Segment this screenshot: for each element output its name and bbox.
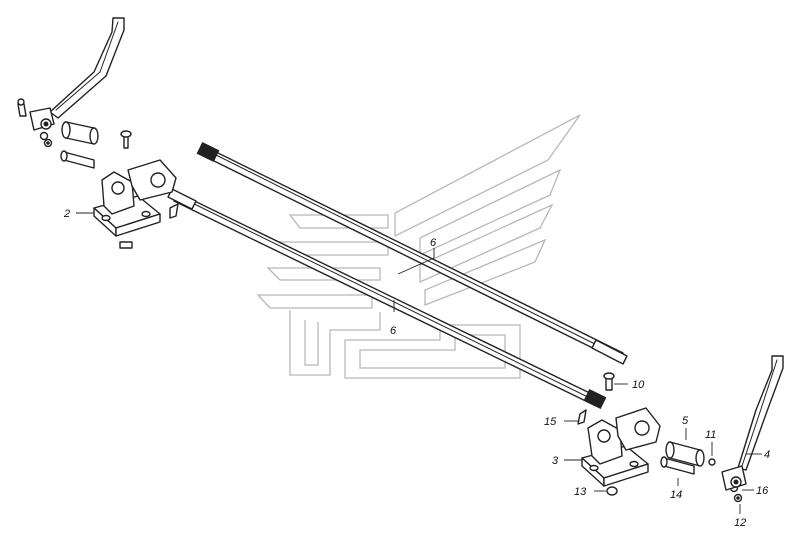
- callout-14: 14: [670, 478, 682, 501]
- callout-12: 12: [734, 504, 746, 529]
- callout-10: 10: [614, 379, 645, 391]
- bracket-right: [581, 407, 661, 487]
- callout-6-upper: 6: [397, 237, 437, 275]
- left-small-parts: [39, 121, 132, 169]
- control-rod-lower: [167, 188, 607, 410]
- callout-16: 16: [742, 485, 769, 497]
- svg-text:3: 3: [552, 455, 559, 467]
- callout-2: 2: [63, 208, 94, 220]
- control-rod-upper: [196, 141, 628, 365]
- svg-text:15: 15: [544, 416, 557, 428]
- shift-lever-right: [721, 355, 784, 491]
- svg-text:12: 12: [734, 517, 746, 529]
- svg-text:2: 2: [63, 208, 70, 220]
- svg-text:5: 5: [682, 415, 689, 427]
- svg-text:6: 6: [390, 325, 397, 337]
- svg-text:13: 13: [574, 486, 587, 498]
- callout-4: 4: [746, 449, 770, 461]
- callout-3: 3: [552, 455, 582, 467]
- watermark-logo: [256, 114, 581, 379]
- svg-text:10: 10: [632, 379, 645, 391]
- shift-lever-left: [17, 17, 125, 131]
- callout-6-lower: 6: [390, 300, 397, 337]
- bracket-left: [93, 159, 179, 249]
- callout-15: 15: [544, 416, 578, 428]
- svg-text:14: 14: [670, 489, 682, 501]
- callout-5: 5: [682, 415, 689, 440]
- svg-text:6: 6: [430, 237, 437, 249]
- svg-text:11: 11: [705, 429, 716, 441]
- callout-11: 11: [705, 429, 716, 456]
- callouts: 2 3 4 5 6 6 10 11: [63, 208, 770, 529]
- svg-text:4: 4: [764, 449, 770, 461]
- callout-13: 13: [574, 486, 606, 498]
- svg-text:16: 16: [756, 485, 769, 497]
